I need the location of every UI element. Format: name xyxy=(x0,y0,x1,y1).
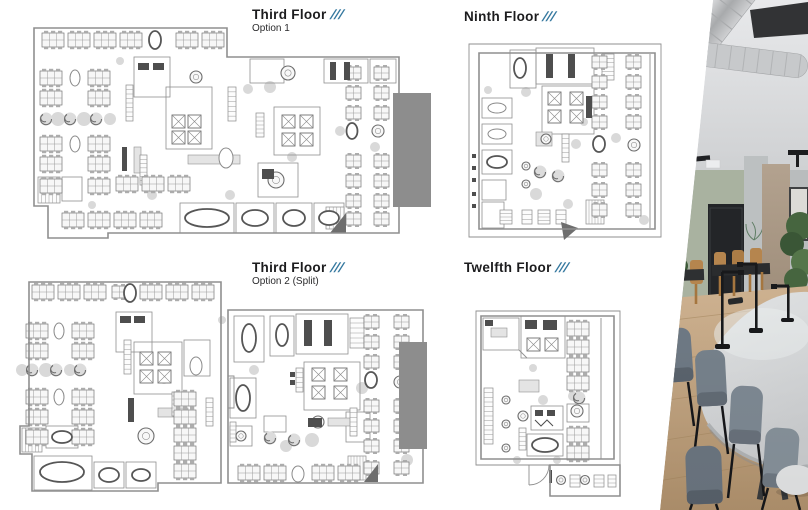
floor-plan-twelfth xyxy=(475,310,621,497)
title-ninth-floor: Ninth Floor/// xyxy=(464,9,558,24)
floor-plan-third-option2 xyxy=(16,281,427,492)
page-title: Third Floor/// xyxy=(252,7,345,22)
office-photo-graphic xyxy=(660,0,808,510)
title-slashes: /// xyxy=(553,260,570,275)
floor-plan-ninth xyxy=(468,43,662,240)
title-third-floor-option2: Third Floor/// Option 2 (Split) xyxy=(252,260,345,287)
title-slashes: /// xyxy=(328,260,345,275)
plant-left xyxy=(660,249,688,296)
title-third-floor-option1: Third Floor/// Option 1 xyxy=(252,7,345,35)
title-twelfth-floor: Twelfth Floor/// xyxy=(464,260,570,275)
subtitle-option2: Option 2 (Split) xyxy=(252,276,319,287)
floor-plan-third-option1 xyxy=(33,27,431,239)
subtitle-option1: Option 1 xyxy=(252,23,290,34)
title-slashes: /// xyxy=(328,7,345,22)
office-photo xyxy=(660,0,808,510)
exit-sign xyxy=(665,204,679,213)
title-slashes: /// xyxy=(541,9,558,24)
